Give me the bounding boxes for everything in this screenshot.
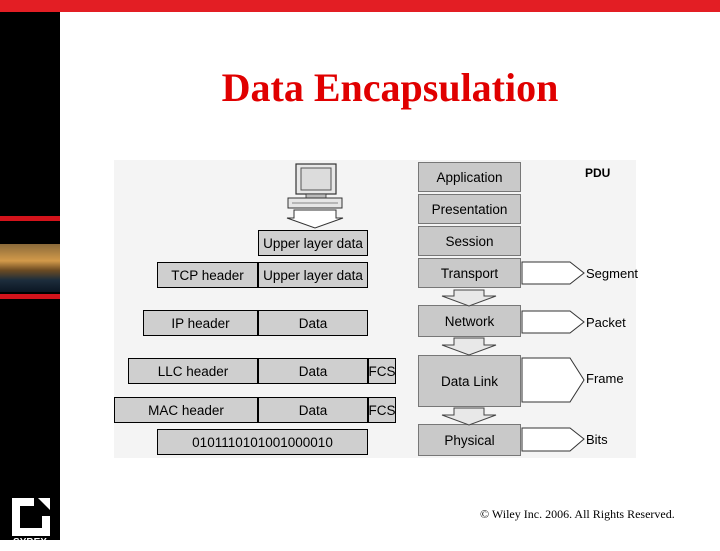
mac-header-cell: MAC header — [114, 397, 258, 423]
segment-data-cell: Upper layer data — [258, 262, 368, 288]
mac-data-cell: Data — [258, 397, 368, 423]
right-arrow-icon — [521, 261, 585, 452]
pdu-segment: Segment — [586, 266, 639, 281]
svg-text:SYBEX: SYBEX — [13, 537, 47, 546]
layer-transport: Transport — [418, 258, 521, 288]
sidebar-stripe-bottom — [0, 294, 60, 299]
upper-layer-data-cell: Upper layer data — [258, 230, 368, 256]
llc-data-cell: Data — [258, 358, 368, 384]
llc-fcs-cell: FCS — [368, 358, 396, 384]
arrows-layer — [286, 209, 585, 452]
down-arrow-icon — [441, 289, 497, 426]
packet-data-cell: Data — [258, 310, 368, 336]
mac-fcs-cell: FCS — [368, 397, 396, 423]
ip-header-cell: IP header — [143, 310, 258, 336]
slide-title: Data Encapsulation — [221, 65, 559, 110]
top-accent-bar — [0, 0, 720, 12]
encapsulation-diagram: Upper layer data TCP header Upper layer … — [114, 160, 639, 458]
layer-application: Application — [418, 162, 521, 192]
layer-presentation: Presentation — [418, 194, 521, 224]
layer-physical: Physical — [418, 424, 521, 456]
down-arrow-icon — [286, 209, 344, 229]
pdu-header: PDU — [585, 166, 611, 180]
pdu-packet: Packet — [586, 315, 626, 330]
bits-cell: 0101110101001000010 — [157, 429, 368, 455]
sidebar: SYBEX — [0, 12, 60, 548]
sidebar-photo — [0, 244, 60, 292]
sidebar-stripe-top — [0, 216, 60, 221]
tcp-header-cell: TCP header — [157, 262, 258, 288]
copyright-footer: © Wiley Inc. 2006. All Rights Reserved. — [480, 507, 675, 521]
pdu-bits: Bits — [586, 432, 608, 447]
pdu-frame: Frame — [586, 371, 624, 386]
layer-session: Session — [418, 226, 521, 256]
layer-data-link: Data Link — [418, 355, 521, 407]
llc-header-cell: LLC header — [128, 358, 258, 384]
sybex-logo: SYBEX — [4, 494, 56, 548]
